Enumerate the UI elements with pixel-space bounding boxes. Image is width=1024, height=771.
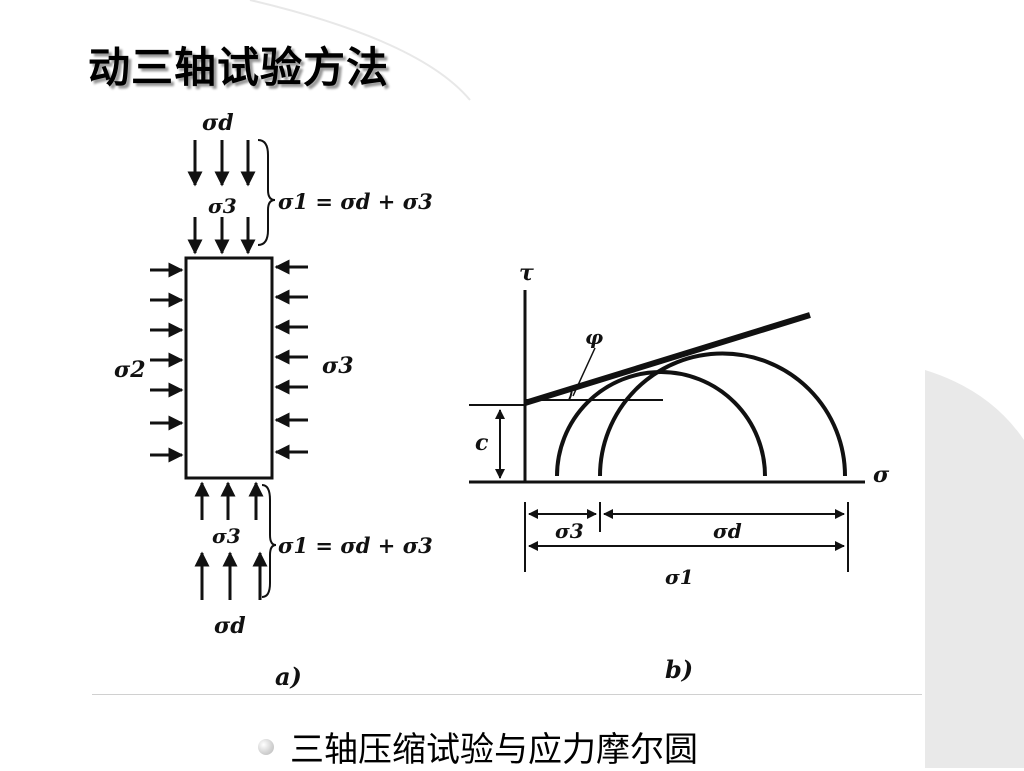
- mohr-circle-large: [598, 351, 847, 477]
- failure-envelope: [524, 312, 811, 406]
- bullet-icon: [258, 738, 274, 755]
- triaxial-specimen-diagram: σd σ3 σ1 = σd + σ3 σ2 σ3 σ3 σ1 = σd + σ3…: [114, 110, 433, 691]
- dim-sigma-3-label: σ3: [555, 519, 584, 543]
- specimen-rectangle: [184, 256, 274, 480]
- sigma-axis-label: σ: [873, 462, 890, 488]
- bottom-equation: σ1 = σd + σ3: [278, 533, 433, 558]
- mohr-circle-small: [555, 370, 767, 477]
- bottom-sigma-d-label: σd: [214, 613, 246, 639]
- cohesion-label: c: [475, 430, 489, 456]
- top-sigma-d-label: σd: [202, 110, 234, 136]
- friction-angle-label: φ: [585, 325, 603, 349]
- top-equation: σ1 = σd + σ3: [278, 189, 433, 214]
- panel-a-label: a): [275, 662, 302, 691]
- dim-sigma-1-label: σ1: [665, 565, 694, 589]
- left-sigma-2-label: σ2: [114, 357, 146, 383]
- top-sigma-3-label: σ3: [208, 194, 237, 218]
- panel-b-label: b): [665, 655, 693, 684]
- bottom-sigma-3-label: σ3: [212, 524, 241, 548]
- right-sigma-3-label: σ3: [322, 353, 354, 379]
- dim-sigma-d-label: σd: [713, 519, 742, 543]
- caption-divider: [92, 694, 922, 695]
- slide-title: 动三轴试验方法: [88, 43, 390, 92]
- mohr-circle-diagram: τ σ φ c σ3 σd σ1 b): [469, 260, 890, 684]
- caption-text: 三轴压缩试验与应力摩尔圆: [290, 730, 698, 770]
- caption: 三轴压缩试验与应力摩尔圆: [258, 722, 698, 771]
- tau-axis-label: τ: [519, 260, 534, 286]
